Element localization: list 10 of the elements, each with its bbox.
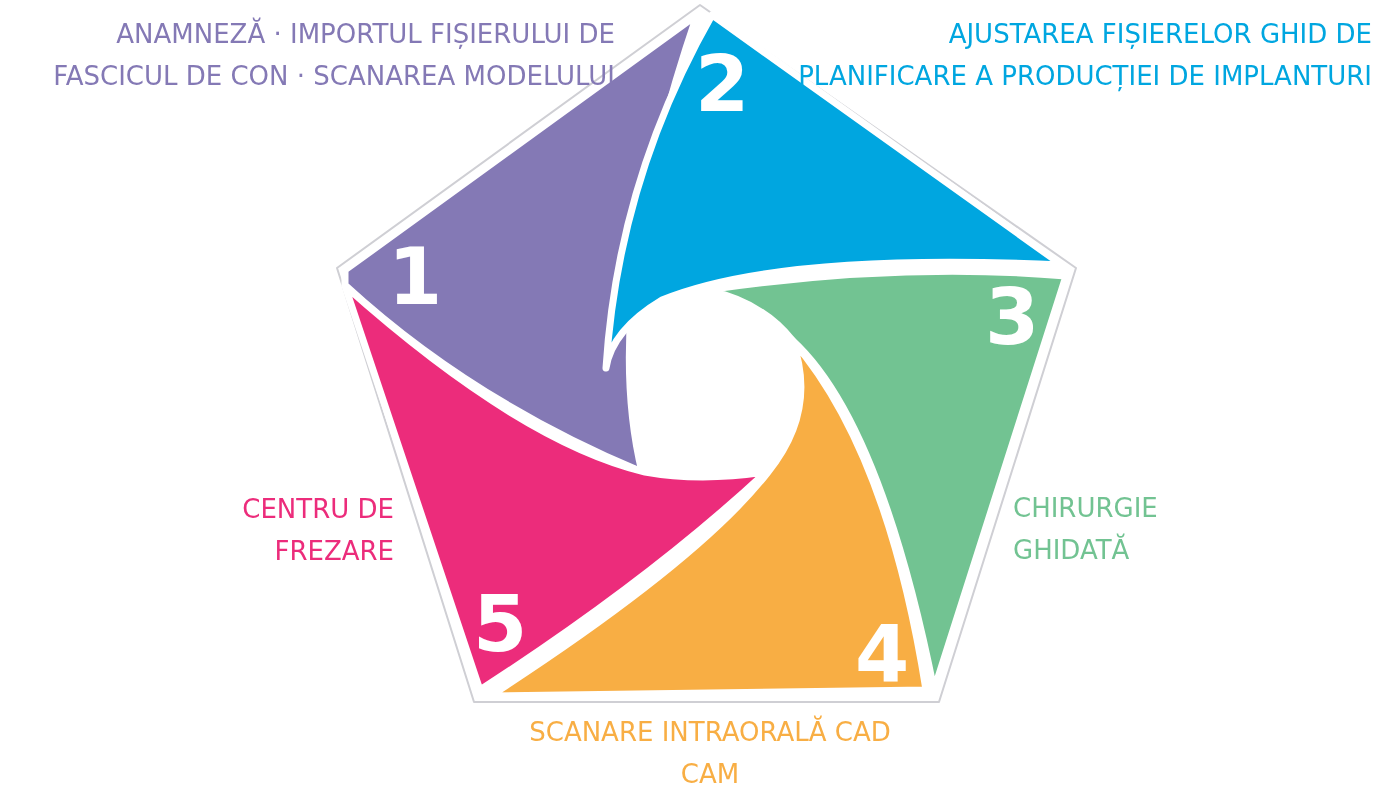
step-caption: ANAMNEZĂ · IMPORTUL FIȘIERULUI DE FASCICUL DE CON · SCANAREA MODELULUI [52,16,615,93]
step-caption: AJUSTAREA FIȘIERELOR GHID DE PLANIFICARE A PRODUCȚIEI DE IMPLANTURI [797,18,1372,94]
step-caption: CENTRU DE FREZARE [241,493,394,568]
step-caption: SCANARE INTRAORALĂ CAD CAM [528,714,892,790]
step-number: 4 [855,615,910,693]
step-number: 5 [473,585,528,663]
step-number: 2 [695,45,750,123]
step-number: 1 [388,238,443,316]
step-number: 3 [985,278,1040,356]
step-caption: CHIRURGIE GHIDATĂ [1013,492,1159,567]
